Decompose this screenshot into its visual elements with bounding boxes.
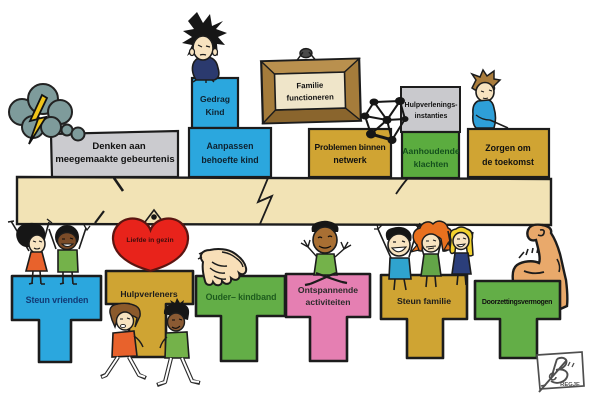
svg-text:behoefte kind: behoefte kind: [201, 155, 258, 165]
svg-text:Denken aan: Denken aan: [92, 141, 146, 152]
svg-text:activiteiten: activiteiten: [306, 297, 351, 307]
svg-text:netwerk: netwerk: [333, 155, 366, 165]
svg-text:de toekomst: de toekomst: [482, 157, 534, 167]
svg-text:Steun familie: Steun familie: [397, 296, 451, 306]
svg-text:Doorzettingsvermogen: Doorzettingsvermogen: [482, 299, 552, 306]
svg-text:Kind: Kind: [205, 107, 224, 117]
svg-text:Steun vrienden: Steun vrienden: [26, 295, 89, 305]
svg-text:functioneren: functioneren: [286, 92, 334, 102]
svg-text:Ouder– kindband: Ouder– kindband: [206, 292, 277, 302]
svg-text:Ontspannende: Ontspannende: [298, 285, 358, 295]
svg-text:Hulpverlenings-: Hulpverlenings-: [405, 102, 459, 109]
svg-text:Gedrag: Gedrag: [200, 94, 230, 104]
svg-text:Familie: Familie: [296, 81, 324, 91]
svg-text:Aanpassen: Aanpassen: [207, 141, 254, 151]
svg-text:REGJE: REGJE: [560, 382, 580, 388]
svg-text:Liefde in gezin: Liefde in gezin: [126, 237, 173, 244]
svg-text:meegemaakte gebeurtenis: meegemaakte gebeurtenis: [55, 154, 174, 165]
svg-text:Aanhoudende: Aanhoudende: [402, 146, 460, 156]
svg-text:instanties: instanties: [415, 113, 448, 120]
svg-text:Hulpverleners: Hulpverleners: [120, 289, 178, 299]
svg-text:klachten: klachten: [414, 159, 449, 169]
svg-text:Zorgen om: Zorgen om: [485, 143, 531, 153]
svg-text:Problemen binnen: Problemen binnen: [315, 142, 386, 152]
